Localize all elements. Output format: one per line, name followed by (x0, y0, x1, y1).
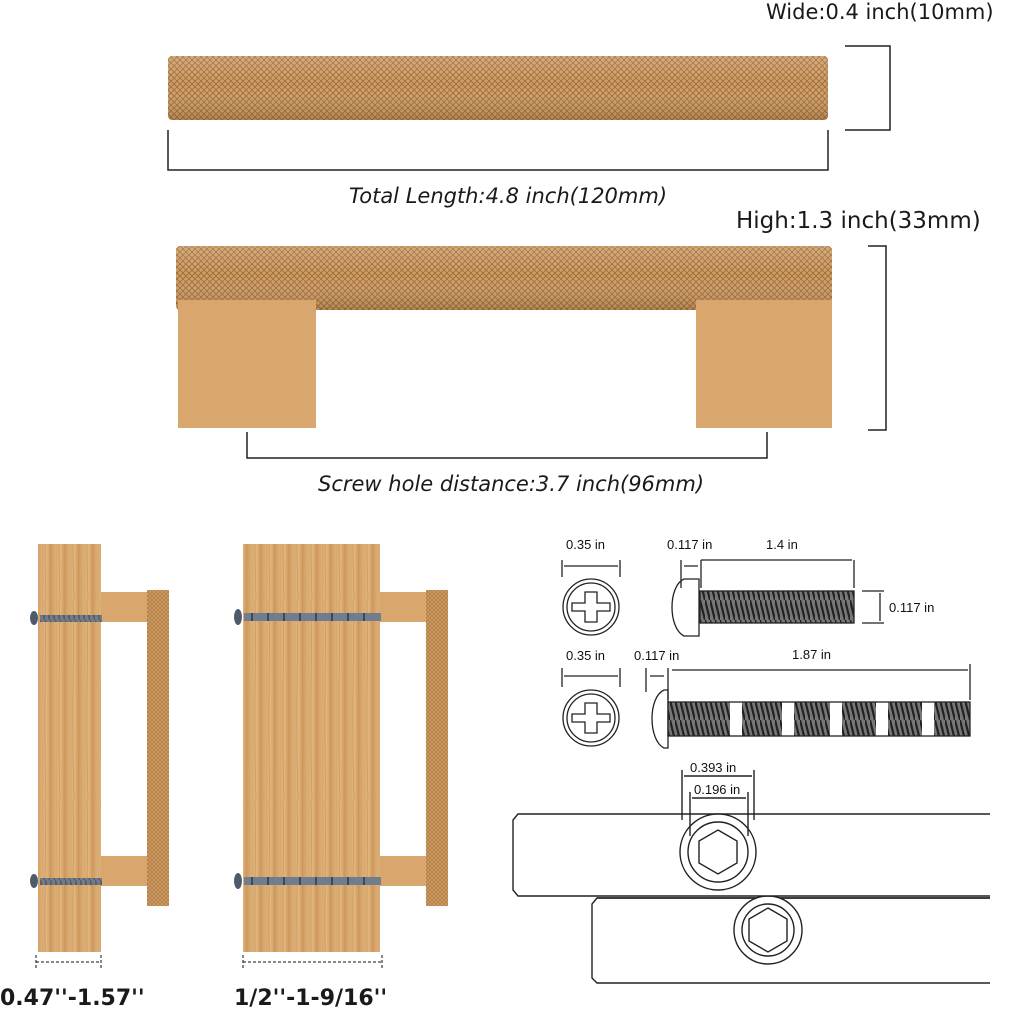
install-view-short (30, 544, 169, 968)
wide-label: Wide:0.4 inch(10mm) (766, 0, 994, 24)
side-handle (176, 246, 832, 428)
short-length-label: 1.4 in (766, 537, 798, 552)
length-dimension-bracket (167, 130, 829, 171)
long-length-label: 1.87 in (792, 647, 832, 662)
screw-hole-dimension-bracket (246, 432, 768, 459)
short-head-diameter-label: 0.35 in (566, 537, 606, 552)
short-head-thickness-label: 0.117 in (667, 537, 713, 552)
long-screw-spec (561, 664, 971, 749)
high-dimension-bracket (868, 245, 887, 431)
short-screw-top (30, 611, 102, 625)
hole-outer-diameter-label: 0.393 in (690, 760, 737, 775)
install-view-long (234, 544, 448, 968)
long-screw-top (234, 609, 381, 625)
long-screw-bottom (234, 873, 381, 889)
screw-hole-distance-label: Screw hole distance:3.7 inch(96mm) (318, 472, 705, 496)
high-label: High:1.3 inch(33mm) (736, 208, 981, 234)
total-length-label: Total Length:4.8 inch(120mm) (349, 184, 668, 208)
short-screw-bottom (30, 874, 102, 888)
short-screw-range-label: 0.47''-1.57'' (0, 986, 145, 1011)
long-head-diameter-label: 0.35 in (566, 648, 606, 663)
long-screw-range-label: 1/2''-1-9/16'' (234, 986, 388, 1011)
wood-panel-thick (243, 544, 380, 952)
top-handle-bar (168, 56, 828, 120)
short-thread-diameter-label: 0.117 in (889, 600, 935, 615)
left-leg (178, 300, 316, 428)
long-head-thickness-label: 0.117 in (634, 648, 680, 663)
right-leg (696, 300, 832, 428)
hole-inner-diameter-label: 0.196 in (694, 782, 741, 797)
wide-dimension-bracket (845, 45, 891, 131)
hole-rail-drawing (512, 770, 990, 984)
short-screw-spec (561, 559, 884, 637)
wood-panel-thin (38, 544, 101, 952)
